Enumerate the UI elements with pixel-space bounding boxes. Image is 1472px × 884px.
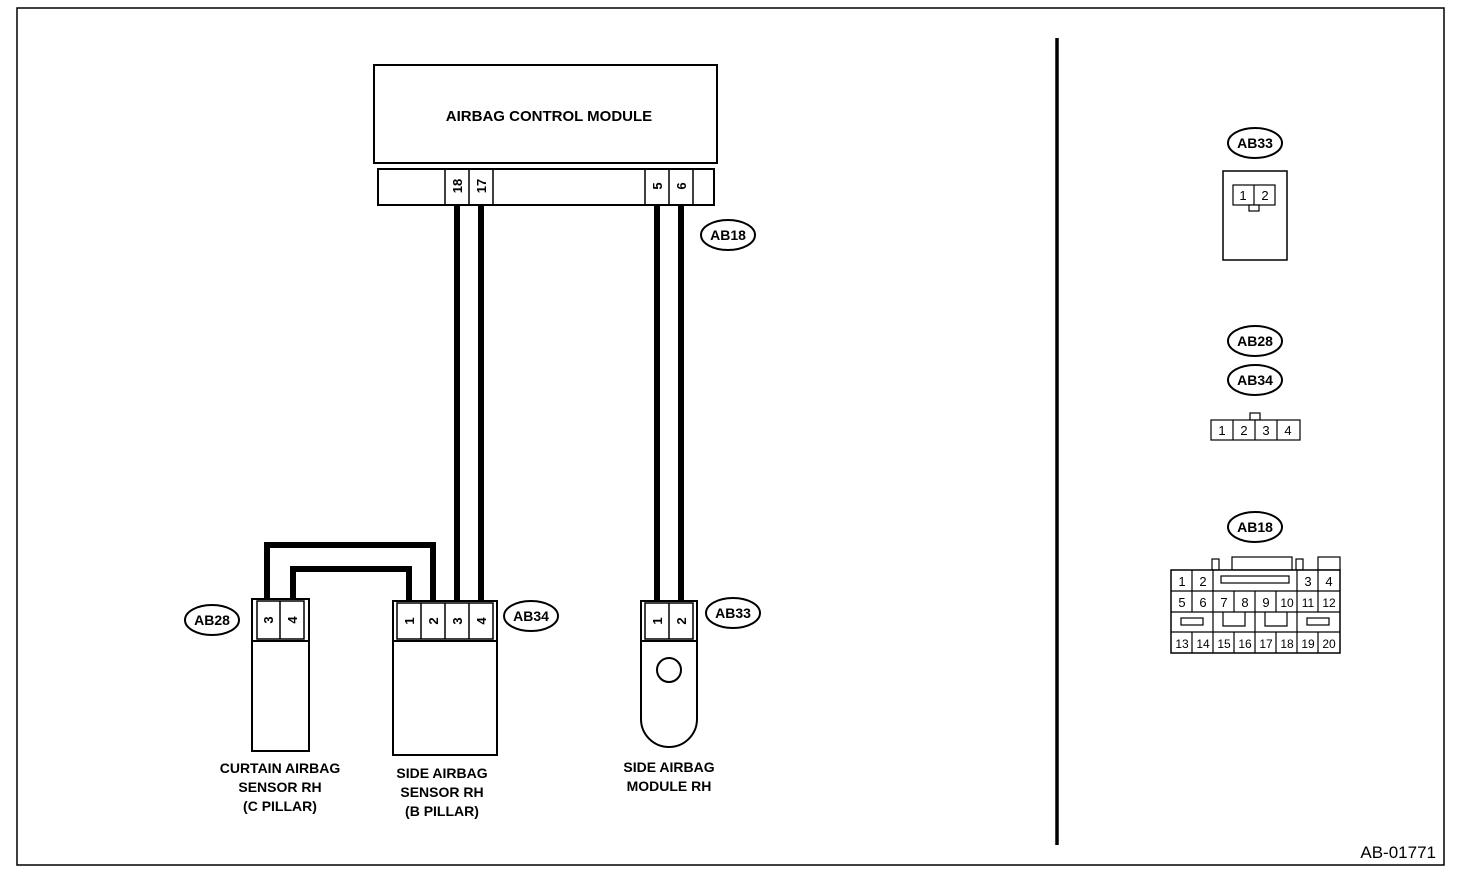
svg-text:4: 4 (1325, 574, 1332, 589)
ab28-pin-4: 4 (285, 616, 300, 624)
svg-text:AB28: AB28 (194, 612, 230, 628)
module-pin-6: 6 (674, 182, 689, 189)
svg-text:AB34: AB34 (1237, 372, 1273, 388)
svg-text:18: 18 (1280, 637, 1294, 651)
connector-badge-ab34: AB34 (503, 600, 559, 632)
svg-text:11: 11 (1302, 596, 1315, 610)
svg-text:7: 7 (1220, 595, 1227, 610)
svg-text:AB33: AB33 (715, 605, 751, 621)
svg-text:14: 14 (1196, 637, 1210, 651)
connector-badge-ab33: AB33 (705, 597, 761, 629)
svg-text:4: 4 (1284, 423, 1291, 438)
side-module-mount-hole (656, 657, 682, 683)
curtain-sensor-label-2: SENSOR RH (238, 779, 321, 795)
curtain-sensor-body (251, 640, 310, 752)
face-badge-ab28 (1227, 325, 1283, 357)
figure-id: AB-01771 (1360, 843, 1436, 862)
side-sensor-label-3: (B PILLAR) (405, 803, 479, 819)
module-body (373, 64, 718, 164)
ab28-pin-3: 3 (261, 616, 276, 623)
ab33-pin-2: 2 (674, 617, 689, 624)
connector-badge-ab18: AB18 (700, 219, 756, 251)
connector-face-ab18: AB18 1 2 3 4 5 6 (1170, 511, 1341, 654)
ab34-pin-3: 3 (450, 617, 465, 624)
ab34-pin-2: 2 (426, 617, 441, 624)
curtain-sensor-label-1: CURTAIN AIRBAG (220, 760, 341, 776)
svg-text:1: 1 (1178, 574, 1185, 589)
svg-text:5: 5 (1178, 595, 1185, 610)
side-airbag-module: 1 2 SIDE AIRBAG MODULE RH (623, 600, 715, 794)
side-sensor-body (392, 640, 498, 756)
face-badge-ab34 (1227, 364, 1283, 396)
module-pin-18: 18 (450, 179, 465, 193)
airbag-control-module: AIRBAG CONTROL MODULE 18 17 5 6 (373, 64, 718, 206)
wire-ab28-4-to-ab34-1 (290, 566, 412, 601)
diagram-frame (16, 7, 1445, 866)
svg-text:2: 2 (1240, 423, 1247, 438)
svg-text:20: 20 (1322, 637, 1336, 651)
connector-face-ab28-ab34: AB28 AB34 1 2 3 4 (1210, 325, 1301, 441)
svg-text:9: 9 (1262, 595, 1269, 610)
svg-text:AB34: AB34 (513, 608, 549, 624)
svg-text:2: 2 (1199, 574, 1206, 589)
curtain-sensor-label-3: (C PILLAR) (243, 798, 317, 814)
connector-badge-ab28: AB28 (184, 604, 240, 636)
face-badge-ab33 (1227, 127, 1283, 159)
harness-wires (264, 205, 684, 601)
svg-text:6: 6 (1199, 595, 1206, 610)
curtain-airbag-sensor: 3 4 CURTAIN AIRBAG SENSOR RH (C PILLAR) (220, 598, 341, 814)
svg-text:17: 17 (1259, 637, 1273, 651)
wire-ab28-3-to-ab34-2 (264, 542, 436, 601)
svg-text:3: 3 (1262, 423, 1269, 438)
face-ab33-pin-1: 1 (1239, 188, 1246, 203)
svg-text:19: 19 (1301, 637, 1315, 651)
svg-text:8: 8 (1241, 595, 1248, 610)
face-badge-ab18 (1227, 511, 1283, 543)
svg-text:15: 15 (1217, 637, 1231, 651)
side-module-label-1: SIDE AIRBAG (623, 759, 714, 775)
svg-text:12: 12 (1322, 596, 1336, 610)
face-ab33-pin-2: 2 (1261, 188, 1268, 203)
svg-text:16: 16 (1238, 637, 1252, 651)
svg-text:AB28: AB28 (1237, 333, 1273, 349)
module-connector (377, 168, 715, 206)
side-sensor-label-1: SIDE AIRBAG (396, 765, 487, 781)
svg-text:1: 1 (1218, 423, 1225, 438)
side-module-body (640, 640, 698, 748)
module-title: AIRBAG CONTROL MODULE (446, 108, 652, 125)
side-airbag-sensor: 1 2 3 4 SIDE AIRBAG SENSOR RH (B PILLAR) (392, 600, 498, 819)
side-sensor-label-2: SENSOR RH (400, 784, 483, 800)
side-module-label-2: MODULE RH (627, 778, 712, 794)
connector-face-ab33: AB33 1 2 (1222, 127, 1288, 261)
svg-text:13: 13 (1175, 637, 1189, 651)
ab34-pin-4: 4 (474, 617, 489, 625)
module-pin-17: 17 (474, 179, 489, 193)
svg-text:AB18: AB18 (1237, 519, 1273, 535)
svg-text:3: 3 (1304, 574, 1311, 589)
ab33-pin-1: 1 (650, 617, 665, 624)
svg-text:10: 10 (1280, 596, 1294, 610)
module-pin-5: 5 (650, 182, 665, 189)
ab34-pin-1: 1 (402, 617, 417, 624)
svg-text:AB18: AB18 (710, 227, 746, 243)
svg-text:AB33: AB33 (1237, 135, 1273, 151)
